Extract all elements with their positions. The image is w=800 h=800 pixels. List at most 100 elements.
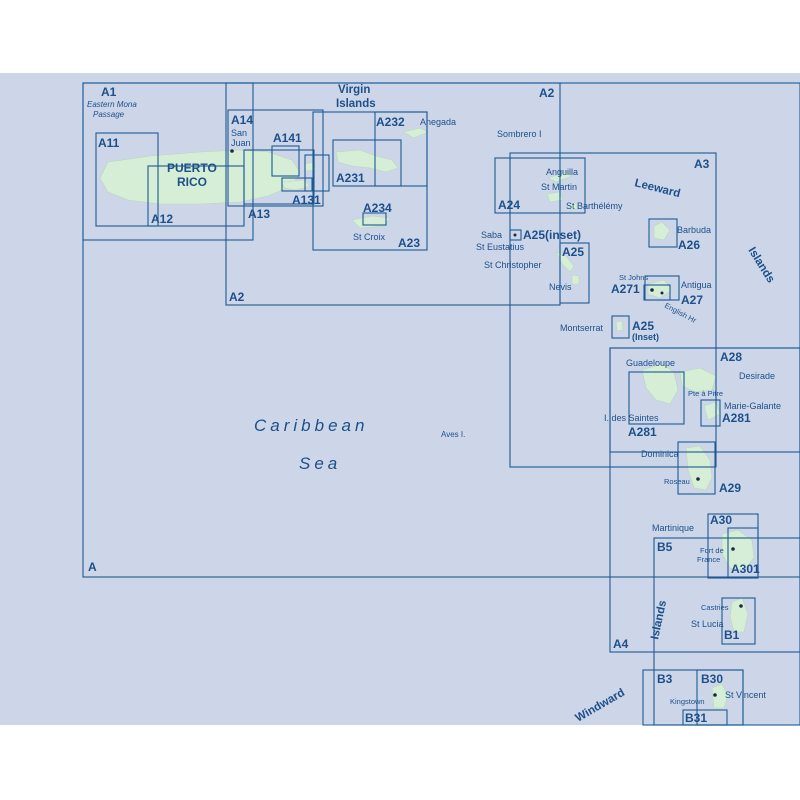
place-label-st-johns: St Johns bbox=[619, 273, 648, 282]
chart-label-A27: A27 bbox=[681, 293, 703, 307]
chart-A25-boundary bbox=[559, 242, 590, 304]
chart-label-A141: A141 bbox=[273, 131, 302, 145]
place-label-st-vincent: St Vincent bbox=[725, 690, 766, 700]
saba-dot bbox=[513, 233, 517, 237]
chart-A29-boundary bbox=[677, 441, 716, 495]
place-label-st-eustatius: St Eustatius bbox=[476, 242, 525, 252]
chart-labels: A A1 A11 A12 A13 A131 A14 A141 A2 A2 A23… bbox=[88, 85, 760, 725]
place-label-st-barthelemy: St Barthélémy bbox=[566, 201, 623, 211]
place-label-marie-galante: Marie-Galante bbox=[724, 401, 781, 411]
chart-label-B1: B1 bbox=[724, 628, 740, 642]
chart-label-A23: A23 bbox=[398, 236, 420, 250]
chart-label-A26: A26 bbox=[678, 238, 700, 252]
island-anegada bbox=[402, 127, 429, 139]
place-label-anguilla: Anguilla bbox=[546, 167, 578, 177]
island-barbuda bbox=[653, 221, 671, 241]
chart-label-A30: A30 bbox=[710, 513, 732, 527]
island-montserrat bbox=[615, 320, 624, 332]
chart-label-A131: A131 bbox=[292, 193, 321, 207]
chart-label-A11: A11 bbox=[98, 136, 120, 150]
chart-A281-west-boundary bbox=[628, 371, 685, 425]
chart-B31-boundary bbox=[682, 709, 728, 726]
chart-A24-boundary bbox=[494, 157, 586, 214]
chart-label-A234: A234 bbox=[363, 201, 392, 215]
fort-de-france-dot bbox=[731, 547, 735, 551]
chart-label-B5: B5 bbox=[657, 540, 673, 554]
chart-A301-boundary bbox=[727, 527, 759, 579]
island-st-vincent bbox=[711, 683, 729, 709]
chart-A25-montserrat-boundary bbox=[611, 315, 630, 339]
place-label-martinique: Martinique bbox=[652, 523, 694, 533]
island-st-martin bbox=[546, 191, 564, 203]
island-virgin-group bbox=[335, 149, 399, 173]
place-label-barbuda: Barbuda bbox=[677, 225, 711, 235]
region-label-virgin: Virgin bbox=[338, 84, 370, 96]
chart-label-A25: A25 bbox=[562, 245, 584, 259]
island-nevis bbox=[571, 274, 580, 285]
antigua-dot bbox=[660, 291, 664, 295]
island-martinique bbox=[721, 529, 755, 571]
chart-label-A: A bbox=[88, 560, 97, 574]
place-label-passage: Passage bbox=[93, 110, 125, 119]
kingstown-dot bbox=[713, 693, 717, 697]
place-label-france: France bbox=[697, 555, 720, 564]
place-labels: Eastern Mona Passage PUERTO RICO San Jua… bbox=[87, 100, 781, 706]
chart-A4-boundary bbox=[609, 347, 800, 653]
chart-label-A25-montserrat: A25 bbox=[632, 319, 654, 333]
chart-label-B30: B30 bbox=[701, 672, 723, 686]
chart-A231-boundary bbox=[332, 139, 402, 187]
chart-label-A13: A13 bbox=[248, 207, 270, 221]
place-label-anegada: Anegada bbox=[420, 117, 456, 127]
place-label-antigua: Antigua bbox=[681, 280, 712, 290]
chart-label-A281-west: A281 bbox=[628, 425, 657, 439]
place-label-saba: Saba bbox=[481, 230, 502, 240]
chart-label-A24: A24 bbox=[498, 198, 520, 212]
island-guadeloupe-west bbox=[641, 363, 679, 405]
chart-label-A4: A4 bbox=[613, 637, 629, 651]
chart-A11-boundary bbox=[95, 132, 159, 227]
island-dominica bbox=[685, 445, 713, 491]
island-puerto-rico bbox=[99, 149, 301, 205]
chart-label-inset-word: (Inset) bbox=[632, 332, 659, 342]
place-label-eastern-mona: Eastern Mona bbox=[87, 100, 137, 109]
chart-label-A301: A301 bbox=[731, 562, 760, 576]
chart-boundaries bbox=[82, 82, 800, 726]
chart-A14-boundary bbox=[227, 109, 324, 207]
island-st-barthelemy bbox=[569, 202, 578, 210]
chart-A131-boundary bbox=[281, 177, 313, 192]
roseau-dot bbox=[696, 477, 700, 481]
place-label-st-martin: St Martin bbox=[541, 182, 577, 192]
place-label-sombrero: Sombrero I bbox=[497, 129, 542, 139]
place-label-aves: Aves I. bbox=[441, 430, 465, 439]
place-label-rico: RICO bbox=[177, 175, 207, 189]
place-label-st-lucia: St Lucia bbox=[691, 619, 724, 629]
place-label-montserrat: Montserrat bbox=[560, 323, 604, 333]
chart-label-A2-bottom: A2 bbox=[229, 290, 245, 304]
chart-A131b-boundary bbox=[304, 154, 330, 192]
land-masses bbox=[99, 127, 755, 709]
chart-label-B31: B31 bbox=[685, 711, 707, 725]
chart-label-A14: A14 bbox=[231, 113, 253, 127]
place-label-st-christopher: St Christopher bbox=[484, 260, 542, 270]
sea-label-sea: Sea bbox=[299, 454, 341, 473]
place-label-st-croix: St Croix bbox=[353, 232, 386, 242]
chart-A3-boundary bbox=[509, 152, 717, 468]
chart-label-A1: A1 bbox=[101, 85, 117, 99]
chart-label-A25-inset: A25(inset) bbox=[523, 228, 581, 242]
place-label-puerto: PUERTO bbox=[167, 161, 217, 175]
place-label-nevis: Nevis bbox=[549, 282, 572, 292]
place-label-roseau: Roseau bbox=[664, 477, 690, 486]
island-vieques bbox=[281, 179, 311, 191]
chart-A234-boundary bbox=[362, 212, 387, 226]
chart-label-A232: A232 bbox=[376, 115, 405, 129]
chart-label-A281-east: A281 bbox=[722, 411, 751, 425]
chart-label-A12: A12 bbox=[151, 212, 173, 226]
place-label-dominica: Dominica bbox=[641, 449, 679, 459]
chart-A1-boundary bbox=[82, 82, 254, 241]
chart-A232-boundary bbox=[374, 111, 428, 187]
place-label-pte-a-pitre: Pte à Pitre bbox=[688, 389, 723, 398]
place-label-castries: Castries bbox=[701, 603, 729, 612]
chart-label-A29: A29 bbox=[719, 481, 741, 495]
region-label-virgin-islands: Islands bbox=[336, 98, 376, 110]
place-label-i-des-saintes: I. des Saintes bbox=[604, 413, 659, 423]
